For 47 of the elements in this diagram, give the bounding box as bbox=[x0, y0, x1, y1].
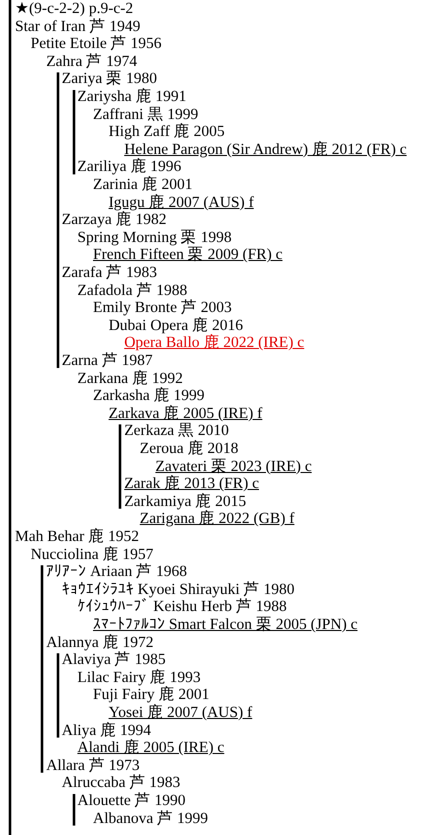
pedigree-entry: ｷｮｳｴｲｼﾗﾕｷ Kyoei Shirayuki 芦 1980 bbox=[62, 580, 294, 598]
pedigree-entry: Petite Etoile 芦 1956 bbox=[30, 35, 162, 52]
pedigree-entry: Alandi 鹿 2005 (IRE) c bbox=[77, 739, 224, 756]
pedigree-entry: Zarkamiya 鹿 2015 bbox=[124, 492, 246, 510]
pedigree-entry: Helene Paragon (Sir Andrew) 鹿 2012 (FR) c bbox=[124, 140, 407, 158]
pedigree-entry: Zarkana 鹿 1992 bbox=[77, 370, 183, 387]
pedigree-entry: ｱﾘｱｰﾝ Ariaan 芦 1968 bbox=[46, 563, 187, 580]
pedigree-entry: Alouette 芦 1990 bbox=[77, 792, 186, 809]
pedigree-entry: Zahra 芦 1974 bbox=[46, 52, 138, 70]
pedigree-entry: Zariya 栗 1980 bbox=[62, 70, 157, 88]
pedigree-entry: Fuji Fairy 鹿 2001 bbox=[93, 686, 210, 704]
pedigree-entry: Zariliya 鹿 1996 bbox=[77, 158, 182, 176]
pedigree-entry: Mah Behar 鹿 1952 bbox=[15, 528, 140, 545]
pedigree-entry: High Zaff 鹿 2005 bbox=[108, 123, 225, 140]
pedigree-entry: Zarkasha 鹿 1999 bbox=[93, 387, 205, 404]
pedigree-entry: Zariysha 鹿 1991 bbox=[77, 88, 186, 105]
pedigree-entry: Star of Iran 芦 1949 bbox=[15, 18, 140, 35]
pedigree-entry: Zarkava 鹿 2005 (IRE) f bbox=[108, 404, 262, 422]
pedigree-entry: Yosei 鹿 2007 (AUS) f bbox=[108, 704, 252, 721]
pedigree-entry: ｹｲｼｭｳﾊｰﾌﾞ Keishu Herb 芦 1988 bbox=[77, 598, 287, 616]
pedigree-entry: Zarafa 芦 1983 bbox=[62, 264, 157, 281]
pedigree-entry: Allara 芦 1973 bbox=[46, 756, 140, 774]
pedigree-entry: Albanova 芦 1999 bbox=[93, 810, 208, 827]
pedigree-entry: French Fifteen 栗 2009 (FR) c bbox=[93, 246, 282, 264]
pedigree-entry: Zerkaza 黒 2010 bbox=[124, 422, 229, 440]
pedigree-entry: Zarigana 鹿 2022 (GB) f bbox=[140, 510, 294, 528]
pedigree-entry: Zaffrani 黒 1999 bbox=[93, 106, 198, 123]
pedigree-entry: Zavateri 栗 2023 (IRE) c bbox=[155, 458, 312, 475]
pedigree-entry: ｽﾏｰﾄﾌｧﾙｺﾝ Smart Falcon 栗 2005 (JPN) c bbox=[93, 616, 358, 633]
pedigree-entry: Alannya 鹿 1972 bbox=[46, 634, 154, 651]
pedigree-entry: Aliya 鹿 1994 bbox=[62, 722, 151, 739]
section-heading: ★(9-c-2-2) p.9-c-2 bbox=[15, 0, 134, 17]
pedigree-entry: Nucciolina 鹿 1957 bbox=[30, 546, 154, 563]
pedigree-entry: Zarzaya 鹿 1982 bbox=[62, 211, 166, 228]
pedigree-entry: Zafadola 芦 1988 bbox=[77, 282, 188, 299]
pedigree-entry: Dubai Opera 鹿 2016 bbox=[108, 316, 243, 334]
pedigree-entry: Igugu 鹿 2007 (AUS) f bbox=[108, 194, 254, 211]
pedigree-entry: Alruccaba 芦 1983 bbox=[62, 774, 180, 792]
pedigree-entry: Opera Ballo 鹿 2022 (IRE) c bbox=[124, 334, 304, 352]
pedigree-entry: Zeroua 鹿 2018 bbox=[140, 440, 238, 457]
pedigree-entry: Zarak 鹿 2013 (FR) c bbox=[124, 475, 259, 492]
pedigree-entry: Emily Bronte 芦 2003 bbox=[93, 299, 232, 316]
pedigree-entry: Zarinia 鹿 2001 bbox=[93, 176, 193, 193]
pedigree-entry: Alaviya 芦 1985 bbox=[62, 651, 166, 668]
pedigree-entry: Zarna 芦 1987 bbox=[62, 352, 153, 369]
pedigree-entry: Spring Morning 栗 1998 bbox=[77, 228, 232, 246]
pedigree-entry: Lilac Fairy 鹿 1993 bbox=[77, 668, 201, 686]
